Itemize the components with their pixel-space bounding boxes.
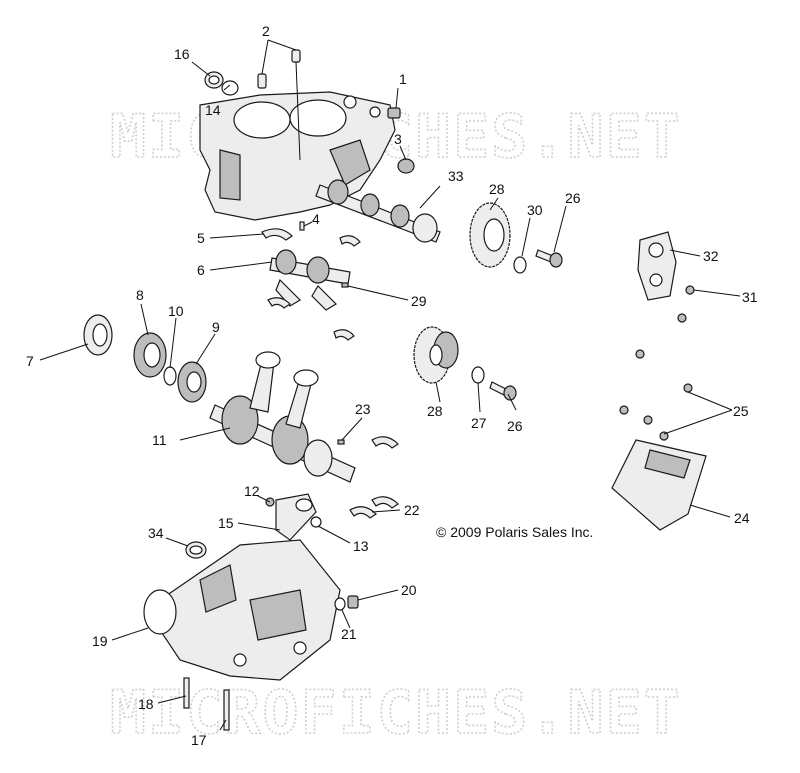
watermark-bottom: MICROFICHES.NET [110, 678, 682, 748]
callout-28-upper: 28 [489, 181, 505, 197]
dowel-pin-2a [257, 73, 267, 89]
callout-7: 7 [26, 353, 34, 369]
callout-33: 33 [448, 168, 464, 184]
callout-9: 9 [212, 319, 220, 335]
plug-20 [347, 595, 359, 609]
upper-crankcase [199, 91, 396, 221]
callout-18: 18 [138, 696, 154, 712]
callout-11: 11 [152, 432, 167, 448]
callout-3: 3 [394, 131, 402, 147]
o-ring-14 [221, 80, 239, 96]
pin-4 [299, 221, 305, 231]
leader-lines [39, 39, 741, 731]
callout-23: 23 [355, 401, 371, 417]
callout-17: 17 [191, 732, 207, 748]
bolt-26-lower [489, 381, 517, 401]
callout-25: 25 [733, 403, 749, 419]
bearing-shell-6b [339, 235, 361, 247]
washer-21 [334, 597, 346, 611]
bearing-shell-22 [349, 506, 377, 519]
bearing-9 [177, 361, 207, 403]
callout-4: 4 [312, 211, 320, 227]
callout-32: 32 [703, 248, 719, 264]
dowel-pin-2b [291, 49, 301, 63]
callout-8: 8 [136, 287, 144, 303]
bolt-25a [635, 349, 645, 359]
callout-16: 16 [174, 46, 190, 62]
bolt-26-upper [535, 249, 563, 268]
lower-crankcase-19 [143, 539, 341, 681]
callout-29: 29 [411, 293, 427, 309]
callout-6: 6 [197, 262, 205, 278]
callout-12: 12 [244, 483, 260, 499]
callout-22: 22 [404, 502, 420, 518]
balance-shaft-6 [269, 249, 351, 311]
o-ring-13 [310, 516, 322, 528]
crank-gear-28-lower [413, 326, 459, 384]
washer-27 [471, 366, 485, 384]
cover-plate-32 [637, 231, 677, 301]
callout-19: 19 [92, 633, 108, 649]
bearing-shell-5 [261, 228, 293, 241]
callout-21: 21 [341, 626, 357, 642]
plug-1 [387, 107, 401, 119]
callout-20: 20 [401, 582, 417, 598]
bearing-8 [133, 332, 167, 378]
bolt-31b [677, 313, 687, 323]
key-23 [337, 439, 345, 445]
callout-24: 24 [734, 510, 750, 526]
bolt-31a [685, 285, 695, 295]
callout-30: 30 [527, 202, 543, 218]
snap-ring-10 [163, 366, 177, 386]
callout-10: 10 [168, 303, 184, 319]
washer-30 [513, 256, 527, 274]
stud-17 [223, 689, 230, 731]
oil-seal-7 [83, 314, 113, 356]
key-29 [341, 282, 349, 288]
stud-18 [183, 677, 190, 709]
callout-34: 34 [148, 525, 164, 541]
callout-5: 5 [197, 230, 205, 246]
callout-2: 2 [262, 23, 270, 39]
bolt-25b [683, 383, 693, 393]
camshaft-33 [315, 179, 441, 243]
callout-1: 1 [399, 71, 407, 87]
callout-14: 14 [205, 102, 221, 118]
pump-assembly-15 [275, 493, 317, 541]
callout-31: 31 [742, 289, 758, 305]
bushing-3 [397, 158, 415, 174]
callout-28-lower: 28 [427, 403, 443, 419]
callouts: 1 2 3 4 5 6 7 8 9 10 11 12 13 14 15 16 1… [26, 23, 758, 748]
crankshaft-11 [209, 351, 356, 483]
callout-26-lower: 26 [507, 418, 523, 434]
copyright-notice: © 2009 Polaris Sales Inc. [436, 524, 593, 540]
callout-27: 27 [471, 415, 487, 431]
callout-13: 13 [353, 538, 369, 554]
callout-26-upper: 26 [565, 190, 581, 206]
callout-15: 15 [218, 515, 234, 531]
baffle-24 [611, 439, 707, 531]
cam-gear-28-upper [469, 202, 511, 268]
